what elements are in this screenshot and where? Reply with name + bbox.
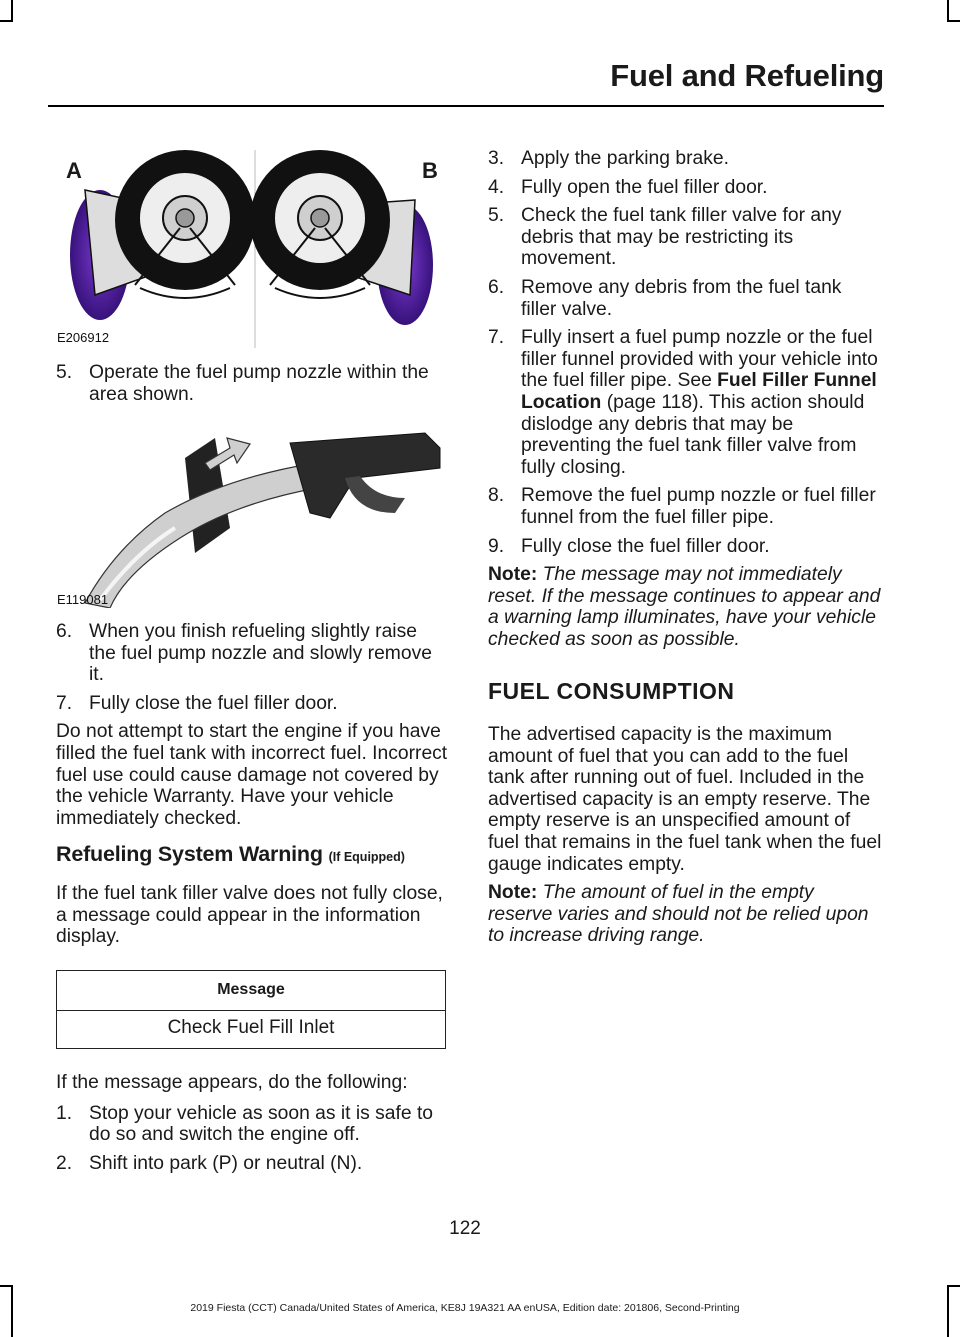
figure-fuel-nozzle bbox=[55, 418, 445, 609]
step-text: Operate the fuel pump nozzle within the … bbox=[89, 362, 429, 405]
fuel-filler-illustration bbox=[70, 150, 433, 348]
figure-label-b: B bbox=[422, 158, 438, 183]
step-text: Stop your vehicle as soon as it is safe … bbox=[89, 1102, 434, 1146]
step-text: Fully open the fuel filler door. bbox=[521, 176, 768, 198]
fuel-nozzle-illustration bbox=[84, 432, 441, 609]
section-heading: FUEL CONSUMPTION bbox=[488, 678, 735, 705]
page-number: 122 bbox=[449, 1218, 481, 1239]
step-number: 3. bbox=[488, 148, 505, 169]
figure-code: E206912 bbox=[57, 330, 110, 345]
step-text: Fully insert a fuel pump nozzle or the f… bbox=[521, 327, 878, 392]
step-text: Check the fuel tank filler valve for any… bbox=[521, 205, 842, 270]
step-item: 1. Stop your vehicle as soon as it is sa… bbox=[56, 1103, 448, 1146]
left-column-lower: 6. When you finish refueling slightly ra… bbox=[56, 621, 448, 1174]
step-text: Shift into park (P) or neutral (N). bbox=[89, 1152, 363, 1174]
paragraph: If the fuel tank filler valve does not f… bbox=[56, 882, 443, 948]
crop-mark bbox=[0, 20, 13, 22]
step-number: 1. bbox=[56, 1102, 73, 1124]
step-text: (page 118). This action should dislodge … bbox=[521, 391, 865, 478]
step-text: Fully close the fuel filler door. bbox=[521, 535, 770, 557]
note-text: The amount of fuel in the empty reserve … bbox=[488, 882, 869, 947]
step-number: 9. bbox=[488, 535, 505, 557]
step-item: 5. Check the fuel tank filler valve for … bbox=[488, 205, 882, 270]
step-item: 9. Fully close the fuel filler door. bbox=[488, 536, 882, 558]
step-number: 8. bbox=[488, 485, 505, 507]
step-item: 4. Fully open the fuel filler door. bbox=[488, 177, 882, 199]
note: Note: The amount of fuel in the empty re… bbox=[488, 882, 882, 947]
crop-mark bbox=[0, 1285, 13, 1287]
note: Note: The message may not immediately re… bbox=[488, 564, 882, 650]
figure-code: E119081 bbox=[57, 592, 109, 607]
cross-reference-link[interactable]: Fuel Filler Funnel Location bbox=[521, 370, 877, 413]
footer-text: 2019 Fiesta (CCT) Canada/United States o… bbox=[190, 1302, 740, 1314]
note-label: Note: bbox=[488, 882, 538, 904]
step-item: 7. Fully insert a fuel pump nozzle or th… bbox=[488, 327, 882, 478]
step-number: 5. bbox=[56, 362, 73, 383]
step-text: Apply the parking brake. bbox=[521, 148, 729, 169]
step-number: 6. bbox=[56, 621, 73, 642]
figure-label-a: A bbox=[66, 158, 82, 183]
table-header: Message bbox=[56, 969, 446, 1012]
paragraph: If the message appears, do the following… bbox=[56, 1071, 408, 1093]
step-item: 5. Operate the fuel pump nozzle within t… bbox=[56, 362, 448, 405]
step-text: Remove the fuel pump nozzle or fuel fill… bbox=[521, 485, 876, 528]
step-number: 7. bbox=[488, 327, 505, 349]
crop-mark bbox=[11, 1285, 13, 1337]
paragraph: The advertised capacity is the maximum a… bbox=[488, 724, 882, 875]
crop-mark bbox=[947, 1285, 949, 1337]
subheading: Refueling System Warning (If Equipped) bbox=[56, 844, 448, 869]
header-divider bbox=[48, 105, 884, 107]
message-table: Message Check Fuel Fill Inlet bbox=[56, 969, 446, 1049]
left-column-upper: 5. Operate the fuel pump nozzle within t… bbox=[56, 362, 448, 405]
crop-mark bbox=[947, 1285, 960, 1287]
step-number: 4. bbox=[488, 176, 505, 198]
subheading-qualifier: (If Equipped) bbox=[328, 850, 405, 865]
note-text: The message may not immediately reset. I… bbox=[488, 564, 881, 650]
step-item: 3. Apply the parking brake. bbox=[488, 148, 882, 170]
step-text: Fully close the fuel filler door. bbox=[89, 692, 338, 714]
step-item: 6. Remove any debris from the fuel tank … bbox=[488, 277, 882, 320]
page-title: Fuel and Refueling bbox=[610, 58, 884, 93]
step-number: 7. bbox=[56, 692, 73, 714]
step-item: 6. When you finish refueling slightly ra… bbox=[56, 621, 448, 686]
step-number: 2. bbox=[56, 1152, 73, 1174]
table-cell: Check Fuel Fill Inlet bbox=[56, 1010, 446, 1049]
step-item: 7. Fully close the fuel filler door. bbox=[56, 693, 448, 715]
right-column: 3. Apply the parking brake. 4. Fully ope… bbox=[488, 148, 882, 947]
step-text: When you finish refueling slightly raise… bbox=[89, 621, 432, 686]
subheading-text: Refueling System Warning bbox=[56, 842, 323, 867]
crop-mark bbox=[947, 20, 960, 22]
step-item: 8. Remove the fuel pump nozzle or fuel f… bbox=[488, 485, 882, 528]
figure-fuel-filler-ab bbox=[55, 150, 445, 350]
step-item: 2. Shift into park (P) or neutral (N). bbox=[56, 1153, 448, 1175]
step-number: 5. bbox=[488, 205, 505, 227]
note-label: Note: bbox=[488, 564, 538, 586]
crop-mark bbox=[11, 0, 13, 22]
step-number: 6. bbox=[488, 276, 505, 298]
paragraph: Do not attempt to start the engine if yo… bbox=[56, 721, 448, 829]
crop-mark bbox=[947, 0, 949, 22]
step-text: Remove any debris from the fuel tank fil… bbox=[521, 276, 842, 320]
